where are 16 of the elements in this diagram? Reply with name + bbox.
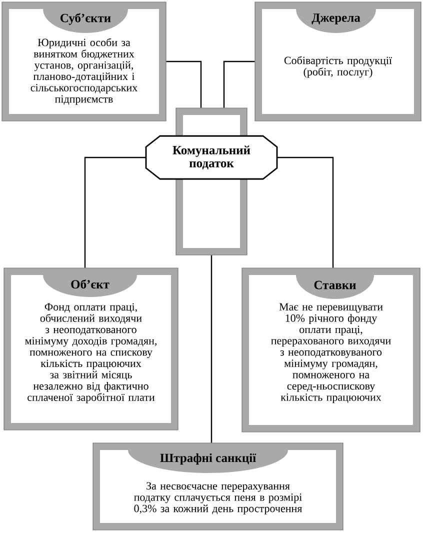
heading-tab: Суб’єкти (43, 9, 128, 33)
heading-tab: Ставки (296, 275, 374, 299)
heading-tab: Джерела (296, 9, 376, 33)
connector-line (84, 156, 146, 268)
box-text: Фонд оплати праці, обчислений виходячи з неоподаткованого мінімуму доходів громадян, помноженого на спискову кількість працюючих за звітний місяць незалежно від фактично сплаченої заробітної плати (25, 303, 156, 404)
box-text: Має не перевищувати 10% річного фонду оплати праці, перерахованого виходячи з неоподатковуваного мінімуму громадян, помноженого на серед-ньоспискову кількість працюючих (271, 303, 391, 404)
octagon-box: Комунальний податок (145, 135, 278, 180)
connector-line (210, 255, 212, 443)
connector-line (166, 60, 202, 108)
box-text: За несвоєчасне перерахування податку сплачується пеня в розмірі 0,3% за кожний день прострочення (134, 482, 302, 514)
heading-tab: Штрафні санкції (128, 450, 288, 473)
box-text: Собівартість продукції (робіт, послуг) (284, 56, 392, 78)
heading-tab: Об’єкт (43, 275, 137, 297)
connector-line (277, 156, 334, 268)
box-text: Юридичні особи за винятком бюджетних установ, організацій, планово-дотаційних і сільськогосподарських підприємств (30, 38, 138, 105)
connector-line (223, 60, 255, 108)
